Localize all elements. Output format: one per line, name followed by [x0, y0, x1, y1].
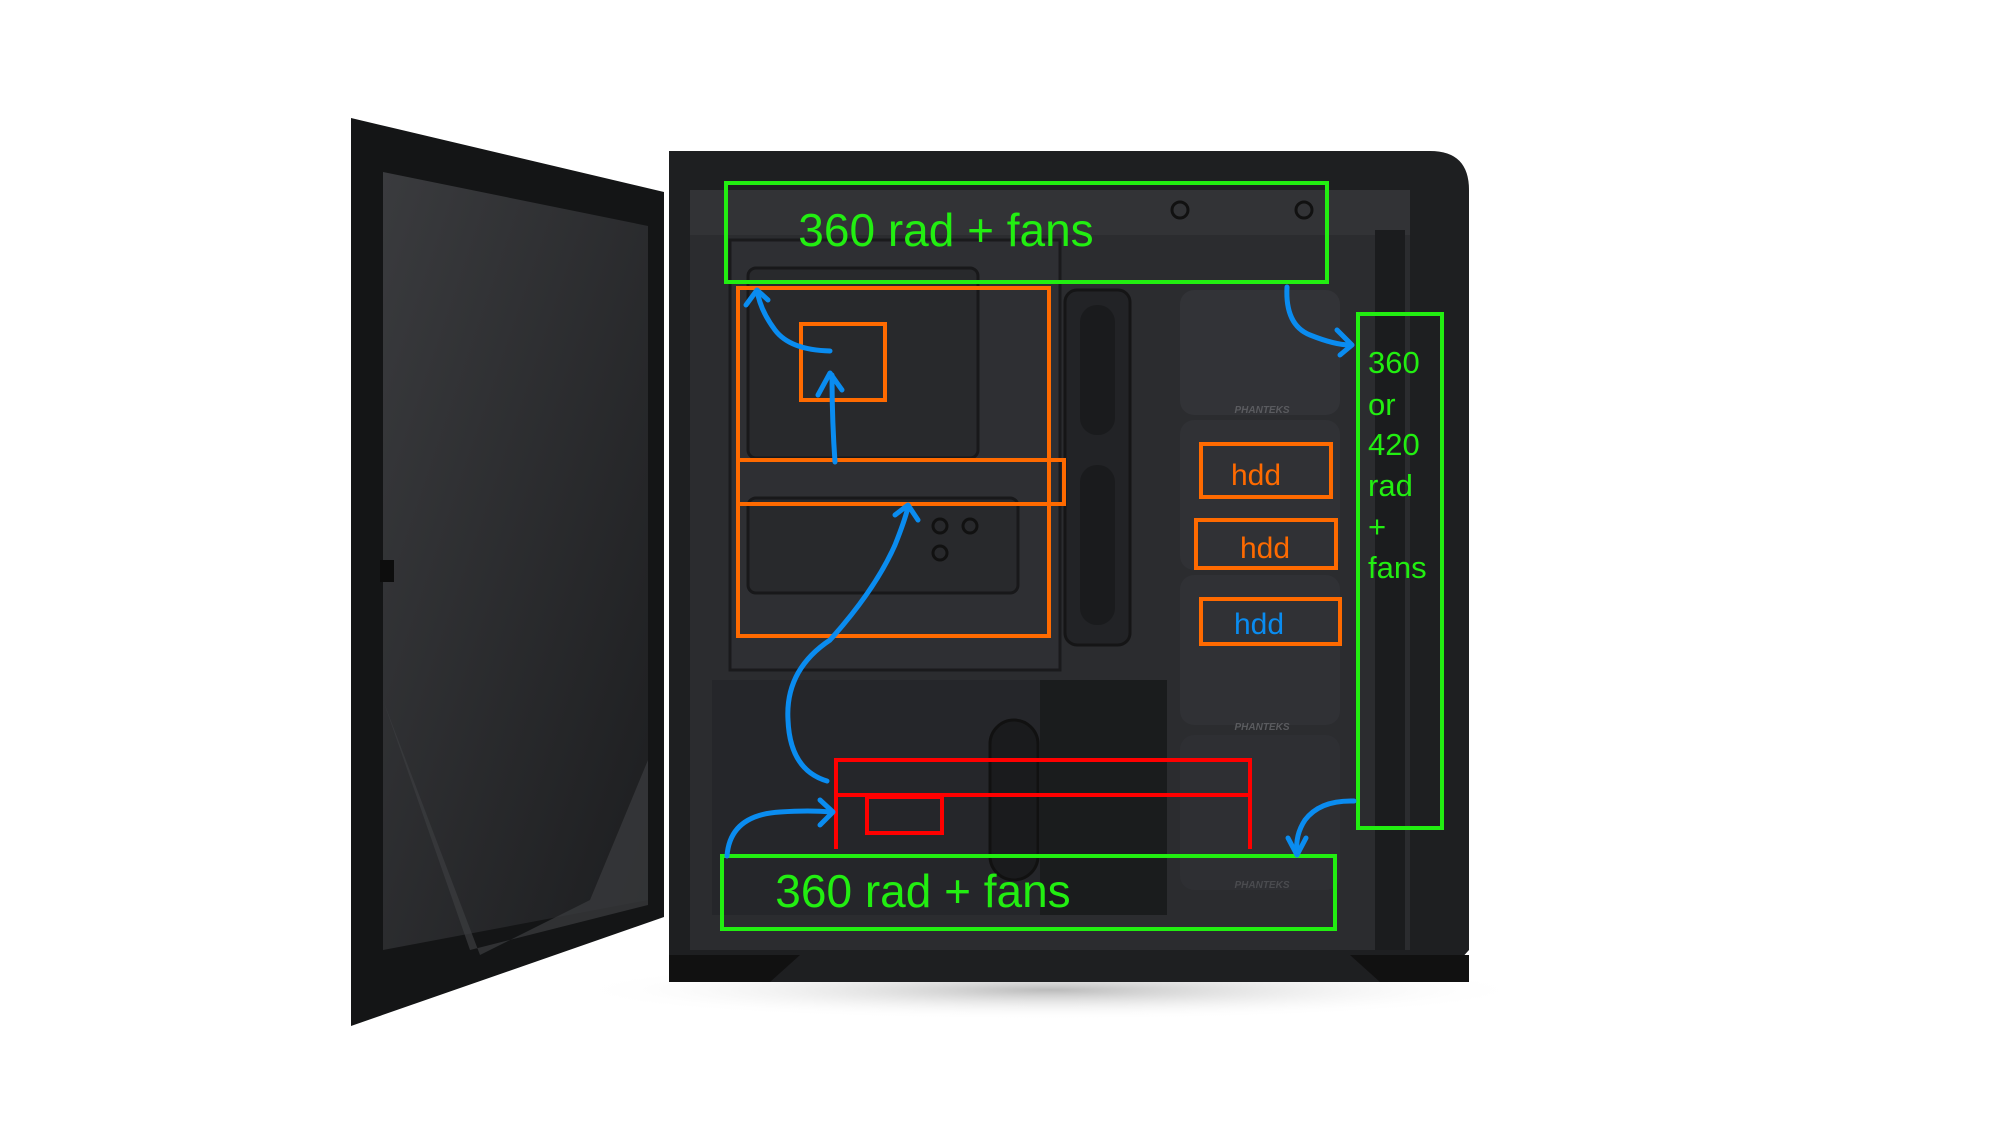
bottom-radiator-box	[720, 854, 1337, 931]
gpu-outline	[834, 758, 1252, 849]
front-radiator-label-line: fans	[1368, 550, 1427, 585]
screw-icon	[1294, 200, 1314, 220]
hdd-label-3: hdd	[1234, 608, 1284, 641]
open-side-panel-door	[351, 118, 664, 1026]
bottom-radiator-label: 360 rad + fans	[775, 865, 1070, 917]
airflow-arrow	[815, 370, 845, 465]
brand-mark: PHANTEKS	[1234, 880, 1289, 891]
airflow-arrow	[785, 502, 921, 784]
pcie-slot-box	[736, 458, 1066, 506]
airflow-arrow	[743, 287, 833, 354]
screw-icon	[931, 544, 949, 562]
brand-mark: PHANTEKS	[1234, 405, 1289, 416]
screw-icon	[931, 517, 949, 535]
hdd-box-3	[1199, 597, 1342, 646]
front-radiator-label: 360 or 420 rad + fans	[1368, 345, 1427, 585]
top-radiator-box	[724, 181, 1329, 284]
front-radiator-label-line: or	[1368, 387, 1396, 422]
brand-mark: PHANTEKS	[1234, 722, 1289, 733]
screw-icon	[1170, 200, 1190, 220]
front-radiator-label-line: rad	[1368, 468, 1413, 503]
door-latch-icon	[380, 560, 394, 582]
hdd-label-2: hdd	[1240, 532, 1290, 565]
front-radiator-label-line: +	[1368, 509, 1386, 544]
screw-icon	[961, 517, 979, 535]
airflow-arrow	[724, 797, 836, 859]
hdd-label-1: hdd	[1231, 459, 1281, 492]
airflow-arrow	[1285, 798, 1357, 858]
top-radiator-label: 360 rad + fans	[798, 204, 1093, 256]
airflow-arrow	[1284, 284, 1355, 358]
cpu-socket-box	[799, 322, 887, 402]
hdd-box-1	[1199, 442, 1333, 499]
front-radiator-box	[1356, 312, 1444, 830]
hdd-box-2	[1194, 518, 1338, 570]
front-radiator-label-line: 420	[1368, 427, 1420, 462]
front-radiator-label-line: 360	[1368, 345, 1420, 380]
pc-case-body: PHANTEKS PHANTEKS PHANTEKS	[669, 151, 1469, 982]
